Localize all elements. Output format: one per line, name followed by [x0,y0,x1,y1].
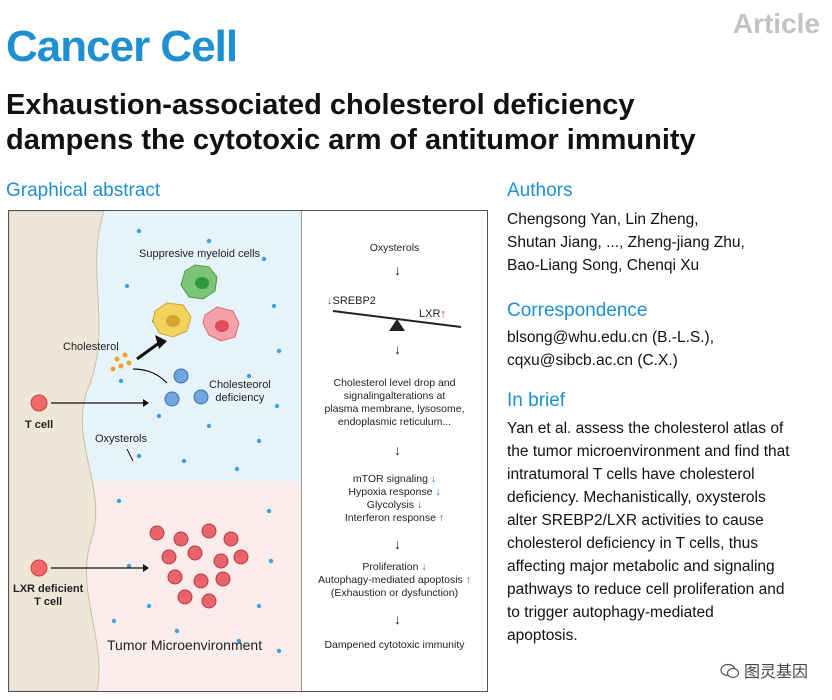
in-brief-line: the tumor microenvironment and find that [507,443,790,460]
blue-dots [111,228,282,654]
flow-lxr: LXR↑ [419,308,446,320]
label-chol-deficiency: Cholesteorol deficiency [209,379,271,405]
hypoxia-label: Hypoxia response [348,486,433,498]
watermark: 图灵基因 [719,658,808,682]
authors-line-3: Bao-Liang Song, Chenqi Xu [507,257,700,274]
cholesterol-arrow-up [136,341,160,361]
authors-line-1: Chengsong Yan, Lin Zheng, [507,211,699,228]
graphical-abstract: Suppresive myeloid cells Cholesterol Cho… [8,210,488,692]
in-brief-line: pathways to reduce cell proliferation an… [507,581,785,598]
cholesterol-arrow-down [132,368,168,384]
myeloid-cells [152,264,240,342]
graphical-abstract-heading: Graphical abstract [6,180,161,201]
mtor-down-icon: ↓ [430,473,437,485]
wechat-icon [719,663,739,679]
mtor-line: mTOR signaling ↓ [302,473,487,486]
flow-dampened: Dampened cytotoxic immunity [324,639,465,651]
interferon-up-icon: ↑ [438,512,445,524]
interferon-line: Interferon response ↑ [302,512,487,525]
autophagy-label: Autophagy-mediated apoptosis [318,574,463,586]
chol-drop-line-1: Cholesterol level drop and [333,377,456,389]
mtor-label: mTOR signaling [352,473,428,485]
in-brief-line: to trigger autophagy-mediated [507,604,714,621]
journal-name: Cancer Cell [6,22,238,71]
label-chol-deficiency-1: Cholesteorol [209,379,271,391]
deficient-tcells [164,368,209,407]
watermark-text: 图灵基因 [743,664,808,681]
flow-cholesterol-drop: Cholesterol level drop and signalingalte… [302,377,487,429]
proliferation-down-icon: ↓ [421,561,427,573]
flow-signaling: mTOR signaling ↓ Hypoxia response ↓ Glyc… [302,473,487,525]
tissue-wall [9,211,105,691]
correspondence-emails: blsong@whu.edu.cn (B.-L.S.), cqxu@sibcb.… [507,326,714,372]
autophagy-up-icon: ↑ [465,574,471,586]
flow-arrow-5: ↓ [394,611,401,627]
srebp2-down-icon: ↓ [327,295,333,307]
label-chol-deficiency-2: deficiency [215,392,265,404]
hypoxia-line: Hypoxia response ↓ [302,486,487,499]
exhaustion-line: (Exhaustion or dysfunction) [330,587,459,599]
glycolysis-line: Glycolysis ↓ [302,499,487,512]
in-brief-line: intratumoral T cells have cholesterol [507,466,755,483]
in-brief-heading: In brief [507,390,566,411]
proliferation-line: Proliferation ↓ [302,561,487,574]
chol-drop-line-3: plasma membrane, lysosome, [324,403,465,415]
glycolysis-label: Glycolysis [366,499,415,511]
srebp2-label: SREBP2 [332,295,376,307]
in-brief-line: Yan et al. assess the cholesterol atlas … [507,420,784,437]
authors-line-2: Shutan Jiang, ..., Zheng-jiang Zhu, [507,234,745,251]
label-lxr-deficient-2: T cell [34,596,63,608]
authors-heading: Authors [507,180,573,201]
in-brief-line: affecting major metabolic and signaling [507,558,775,575]
authors-list: Chengsong Yan, Lin Zheng, Shutan Jiang, … [507,208,745,277]
glycolysis-down-icon: ↓ [416,499,423,511]
flow-arrow-4: ↓ [394,536,401,552]
lxr-up-icon: ↑ [440,308,446,320]
flow-arrow-2: ↓ [394,341,401,357]
article-title: Exhaustion-associated cholesterol defici… [6,88,816,158]
lxr-label: LXR [419,308,441,320]
correspondence-line-1[interactable]: blsong@whu.edu.cn (B.-L.S.), [507,329,715,346]
correspondence-line-2[interactable]: cqxu@sibcb.ac.cn (C.X.) [507,352,678,369]
oxysterol-pointer [126,448,134,462]
ga-divider [301,211,302,691]
flow-oxysterols: Oxysterols [369,242,420,254]
in-brief-line: cholesterol deficiency in T cells, thus [507,535,758,552]
lxr-tcell [30,559,149,577]
label-tcell: T cell [25,419,54,431]
tcell-incoming [30,394,149,412]
label-cholesterol: Cholesterol [63,341,119,353]
title-line-2: dampens the cytotoxic arm of antitumor i… [6,124,696,156]
tumor-cells [149,523,249,609]
title-line-1: Exhaustion-associated cholesterol defici… [6,89,635,121]
chol-drop-line-2: signalingalterations at [343,390,446,402]
flow-arrow-3: ↓ [394,442,401,458]
seesaw-icon [332,310,462,331]
hypoxia-down-icon: ↓ [435,486,441,498]
in-brief-line: alter SREBP2/LXR activities to cause [507,512,764,529]
autophagy-line: Autophagy-mediated apoptosis ↑ [302,574,487,587]
interferon-label: Interferon response [344,512,436,524]
proliferation-label: Proliferation [362,561,419,573]
flow-outcomes: Proliferation ↓ Autophagy-mediated apopt… [302,561,487,600]
in-brief-text: Yan et al. assess the cholesterol atlas … [507,417,790,647]
in-brief-line: deficiency. Mechanistically, oxysterols [507,489,766,506]
label-tme: Tumor Microenvironment [107,637,263,653]
flow-srebp2: ↓SREBP2 [327,295,376,307]
label-oxysterols: Oxysterols [95,433,147,445]
article-type-tag: Article [732,8,820,39]
correspondence-heading: Correspondence [507,300,648,321]
ga-illustration [9,211,282,691]
chol-drop-line-4: endoplasmic reticulum... [337,416,452,428]
flow-arrow-1: ↓ [394,262,401,278]
cholesterol-dots [110,352,132,372]
label-myeloid: Suppresive myeloid cells [139,248,261,260]
in-brief-line: apoptosis. [507,627,578,644]
label-lxr-deficient: LXR deficient T cell [13,583,83,609]
label-lxr-deficient-1: LXR deficient [13,583,84,595]
